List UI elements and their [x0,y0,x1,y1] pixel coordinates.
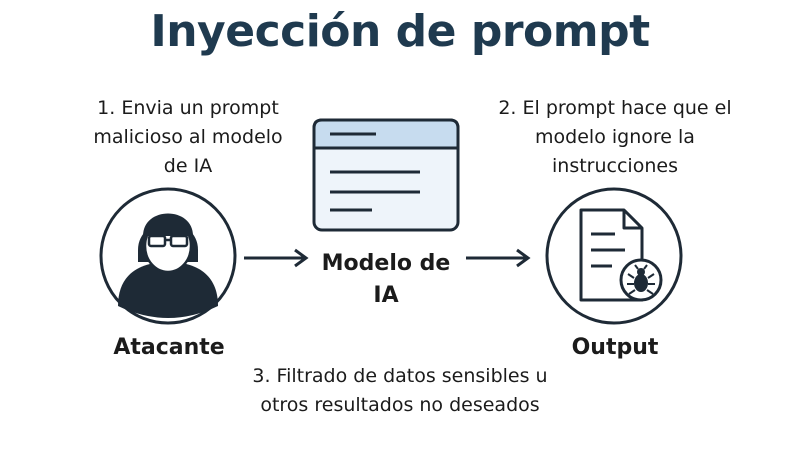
attacker-label: Atacante [113,335,225,360]
output-label: Output [571,335,659,360]
model-label: Modelo de IA [321,251,451,308]
infected-document-icon [545,187,683,325]
bug-icon [619,258,663,302]
diagram-title: Inyección de prompt [150,6,650,57]
step-2-text: 2. El prompt hace que el modelo ignore l… [498,97,732,177]
step-3-text: 3. Filtrado de datos sensibles u otros r… [252,365,548,416]
model-window-icon [312,118,460,232]
arrow-right-icon [244,248,309,268]
step-1-text: 1. Envia un prompt malicioso al modelo d… [93,97,283,177]
hacker-icon [99,187,237,325]
arrow-right-icon [466,248,531,268]
